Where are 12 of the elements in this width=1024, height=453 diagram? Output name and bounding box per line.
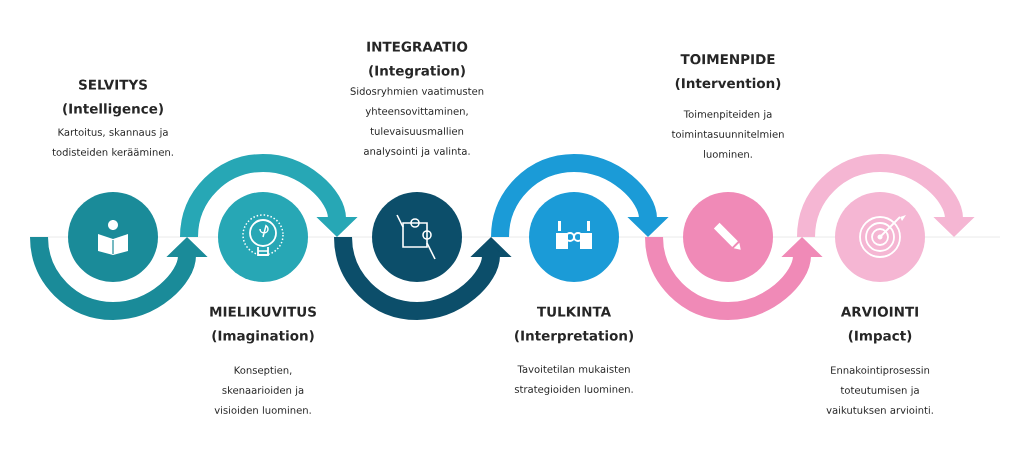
step-description: Kartoitus, skannaus ja todisteiden kerääminen. [52, 128, 173, 156]
step-heading: TOIMENPIDE (Intervention) [675, 54, 781, 90]
step-description: Tavoitetilan mukaisten strategioiden luominen. [514, 365, 633, 395]
step-heading: TULKINTA (Interpretation) [515, 306, 633, 344]
step-description: Sidosryhmien vaatimusten yhteensovittaminen, tulevaisuusmallien analysointi ja valinta. [350, 87, 484, 157]
step-heading: SELVITYS (Intelligence) [63, 79, 163, 117]
step-heading: ARVIOINTI (Impact) [840, 306, 918, 344]
step-description: Toimenpiteiden ja toimintasuunnitelmien luominen. [671, 110, 784, 158]
step-description: Ennakointiprosessin toteutumisen ja vaikutuksen arviointi. [826, 366, 933, 414]
step-heading: INTEGRAATIO (Integration) [367, 41, 468, 79]
step-description: Konseptien, skenaarioiden ja visioiden luominen. [214, 366, 311, 414]
step-heading: MIELIKUVITUS (Imagination) [210, 306, 316, 344]
